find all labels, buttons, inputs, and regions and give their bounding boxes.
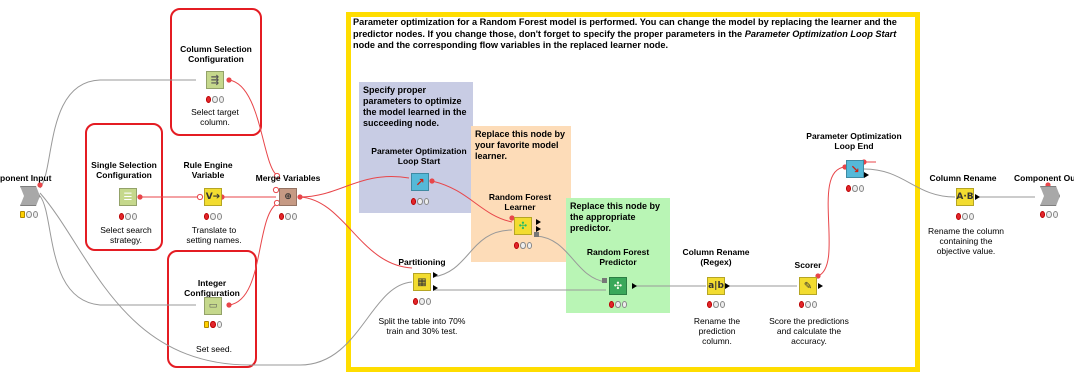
node-status-single-selection: [119, 213, 137, 220]
main-annotation-italic: Parameter Optimization Loop Start: [744, 28, 897, 39]
node-status-partitioning: [413, 298, 431, 305]
node-desc-scorer: Score the predictions and calculate the …: [769, 316, 849, 346]
scorer-icon[interactable]: ✎: [799, 277, 817, 295]
node-status-column-rename-regex: [707, 301, 725, 308]
wire-input-to-partitioning: [39, 192, 413, 366]
node-title-rf-learner: Random Forest Learner: [488, 192, 552, 212]
main-annotation-line2: predictor nodes. If you change those, do…: [353, 28, 897, 39]
highlight-single-selection: [85, 123, 163, 251]
merge-variables-icon[interactable]: ⊕: [279, 188, 297, 206]
node-desc-integer-config: Set seed.: [196, 344, 232, 354]
wire-merge-to-partitioning: [299, 196, 413, 269]
node-status-merge-variables: [279, 213, 297, 220]
annotation-orange-text: Replace this node by your favorite model…: [475, 129, 566, 161]
node-title-param-loop-end: Parameter Optimization Loop End: [806, 131, 902, 151]
node-status-column-selection: [206, 96, 224, 103]
wire-integer-to-merge: [228, 202, 279, 306]
node-title-rf-predictor: Random Forest Predictor: [586, 247, 650, 267]
node-desc-column-selection: Select target column.: [191, 107, 239, 127]
node-desc-single-selection: Select search strategy.: [100, 225, 152, 245]
node-status-integer-config: [204, 321, 222, 328]
node-title-rule-engine: Rule Engine Variable: [183, 160, 233, 180]
wire-scorer-to-loopend: [817, 166, 846, 277]
node-status-component-input: [20, 211, 38, 218]
loop-start-icon[interactable]: ↗: [411, 173, 429, 191]
node-title-column-rename-regex: Column Rename (Regex): [682, 247, 750, 267]
main-annotation-line1: Parameter optimization for a Random Fore…: [353, 17, 897, 27]
wire-merge-to-loopstart: [299, 176, 410, 198]
loop-end-icon[interactable]: ↘: [846, 160, 864, 178]
node-status-rule-engine: [204, 213, 222, 220]
node-status-param-loop-end: [846, 185, 864, 192]
integer-input-icon[interactable]: ▭: [204, 297, 222, 315]
node-status-param-loop-start: [411, 198, 429, 205]
selection-config-icon[interactable]: ☰: [119, 188, 137, 206]
node-status-column-rename: [956, 213, 974, 220]
node-title-component-output: Component Outp: [1014, 173, 1074, 183]
column-filter-config-icon[interactable]: ⇶: [206, 71, 224, 89]
node-title-component-input: ponent Input: [0, 173, 52, 183]
wire-loopstart-to-learner: [431, 180, 513, 223]
node-title-single-selection: Single Selection Configuration: [91, 160, 157, 180]
node-title-scorer: Scorer: [794, 260, 822, 270]
node-desc-partitioning: Split the table into 70% train and 30% t…: [378, 316, 466, 336]
highlight-column-selection: [170, 8, 262, 136]
node-status-rf-learner: [514, 242, 532, 249]
wire-partitioning-to-learner: [432, 229, 513, 278]
annotation-blue[interactable]: Specify proper parameters to optimize th…: [359, 82, 473, 213]
node-status-rf-predictor: [609, 301, 627, 308]
tree-predictor-icon[interactable]: ✣: [609, 277, 627, 295]
rename-icon[interactable]: A·B: [956, 188, 974, 206]
regex-rename-icon[interactable]: a|b: [707, 277, 725, 295]
wire-input-to-column-selection: [39, 79, 196, 189]
node-title-integer-config: Integer Configuration: [184, 278, 240, 298]
annotation-blue-text: Specify proper parameters to optimize th…: [363, 85, 467, 128]
node-desc-column-rename: Rename the column containing the objecti…: [927, 226, 1005, 256]
wire-loopend-to-rename: [863, 168, 956, 198]
annotation-green-text: Replace this node by the appropriate pre…: [570, 201, 661, 233]
node-title-partitioning: Partitioning: [398, 257, 446, 267]
partitioning-icon[interactable]: ▦: [413, 273, 431, 291]
rule-engine-icon[interactable]: V➔: [204, 188, 222, 206]
node-title-param-loop-start: Parameter Optimization Loop Start: [371, 146, 467, 166]
node-title-column-selection: Column Selection Configuration: [180, 44, 252, 64]
node-status-scorer: [799, 301, 817, 308]
wire-input-to-integer: [39, 195, 196, 306]
annotation-orange[interactable]: Replace this node by your favorite model…: [471, 126, 571, 262]
tree-learner-icon[interactable]: ✣: [514, 217, 532, 235]
wire-learner-to-predictor: [535, 235, 607, 283]
node-desc-rule-engine: Translate to setting names.: [186, 225, 242, 245]
main-annotation-line3: node and the corresponding flow variable…: [353, 40, 668, 50]
node-title-column-rename: Column Rename: [929, 173, 997, 183]
node-title-merge-variables: Merge Variables: [255, 173, 321, 183]
wire-colsel-to-merge: [228, 79, 279, 177]
main-annotation-text: Parameter optimization for a Random Fore…: [353, 17, 918, 52]
node-desc-column-rename-regex: Rename the prediction column.: [693, 316, 741, 346]
highlight-integer-config: [167, 250, 257, 368]
node-status-component-output: [1040, 211, 1058, 218]
